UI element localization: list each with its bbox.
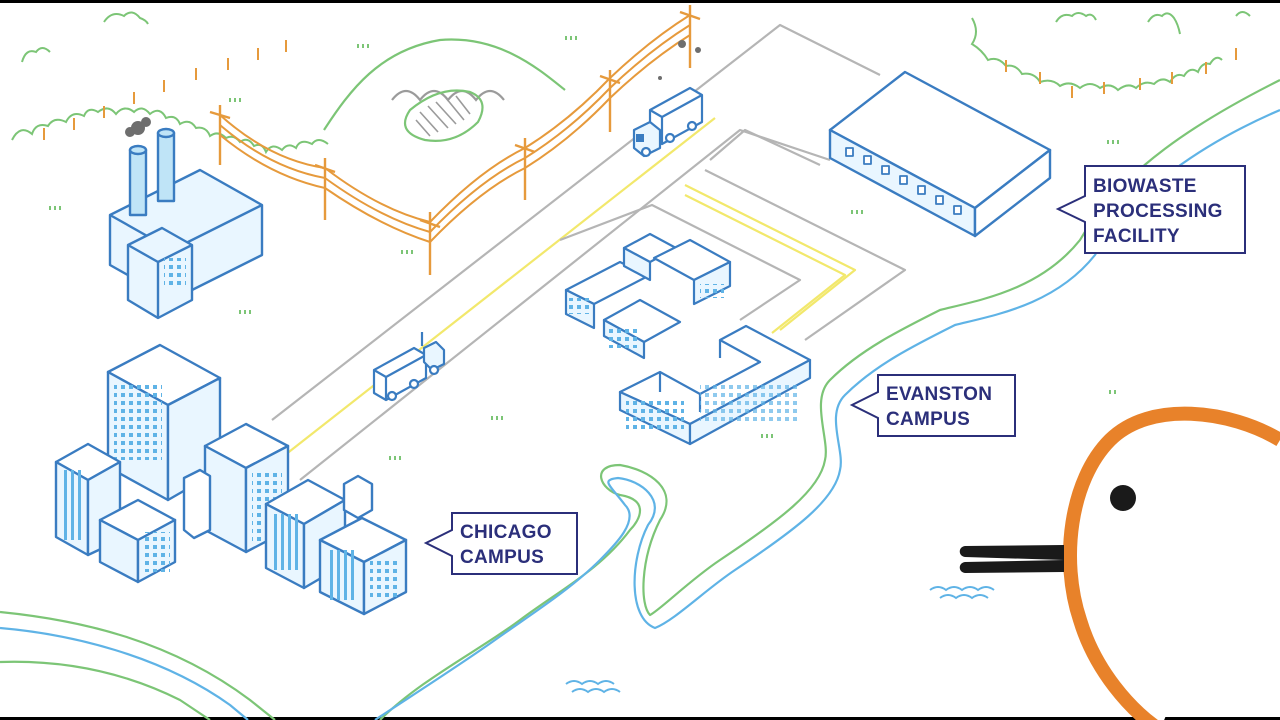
shoreline-blue [374,108,1280,720]
shoreline-left-green-2 [0,660,211,720]
hill-ridges [391,89,505,102]
label-border [423,512,578,575]
label-line: FACILITY [1093,226,1180,247]
bottom-letterbox [0,717,1280,720]
main-road-marking [284,117,716,456]
tree-icon [11,107,329,155]
campus-loop-road [559,203,802,321]
shoreline-left-blue [0,626,249,720]
tree-icon [21,11,149,63]
tree-icon [1055,11,1251,35]
power-cable [219,14,691,224]
bird-eye [1110,485,1136,511]
bird-body [1063,406,1280,720]
tree-cluster-right [970,11,1251,98]
label-evanston-campus: EVANSTON CAMPUS [849,374,1016,437]
chicago-campus-buildings [54,343,408,616]
label-border [1055,165,1246,254]
smoke-puffs-top [658,40,701,80]
biowaste-facility-building [828,70,1052,238]
bird-icon [959,406,1280,720]
power-cable [219,34,691,244]
hill-stadium [323,38,566,142]
stadium-seats [415,95,471,137]
evanston-campus-buildings [564,232,812,446]
factory-icon [108,117,264,320]
main-road-edge-lower [299,128,831,481]
tree-icon [970,17,1223,92]
grass-tufts [49,36,1119,460]
top-letterbox [0,0,1280,3]
label-line: BIOWASTE [1093,176,1197,197]
label-line: CHICAGO [460,522,552,543]
label-line: CAMPUS [886,409,970,430]
hill-outline [323,38,566,131]
road-network [271,23,907,481]
campus-road-marking [684,184,857,334]
bird-beak [959,545,1064,573]
label-border [849,374,1016,437]
label-line: CAMPUS [460,547,544,568]
truck-icon [372,332,446,402]
campus-access-road [704,128,907,341]
power-pole-icon [209,5,701,275]
label-biowaste-facility: BIOWASTE PROCESSING FACILITY [1055,165,1246,254]
shoreline-left-green [0,610,276,720]
label-line: EVANSTON [886,384,992,405]
label-chicago-campus: CHICAGO CAMPUS [423,512,578,575]
label-line: PROCESSING [1093,201,1223,222]
shoreline [0,79,1280,720]
shoreline-green [379,79,1280,720]
power-cable [219,24,691,234]
main-road-edge [271,23,881,421]
tree-cluster-left [11,11,329,155]
power-lines [209,5,701,275]
stadium-icon [403,89,484,142]
truck-icon [632,86,704,158]
water-ripple-icon [565,586,995,694]
